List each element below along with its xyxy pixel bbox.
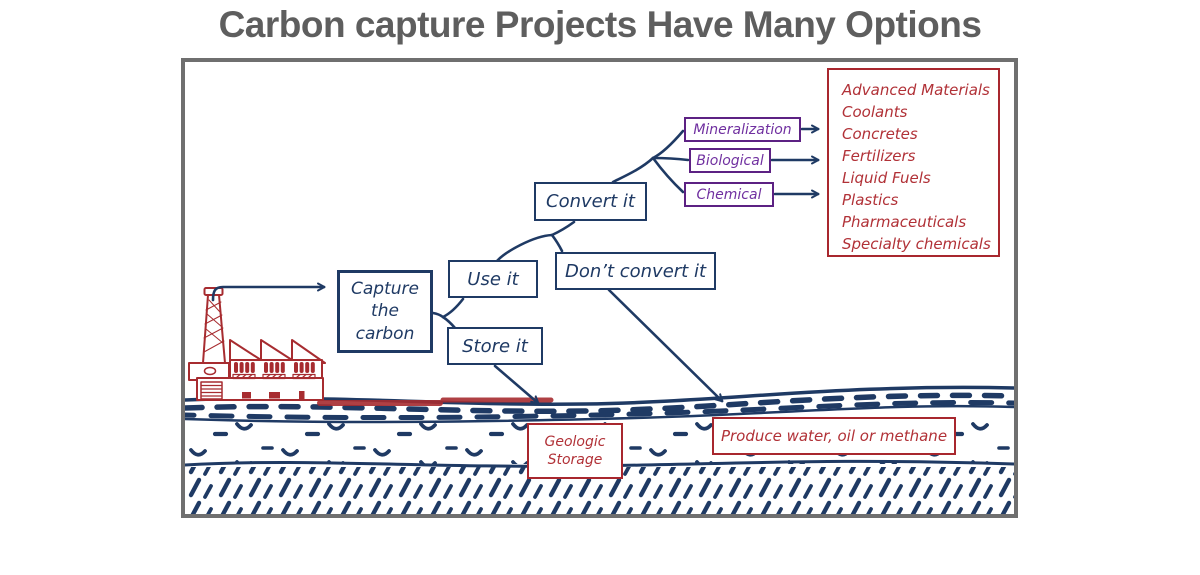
product-item: Fertilizers: [842, 147, 916, 165]
fork-convert-stem: [611, 156, 655, 184]
chimney-crosshatch: [203, 299, 225, 353]
fork-capture-to-store: [441, 315, 457, 330]
node-biological: Biological: [689, 148, 771, 173]
product-item: Pharmaceuticals: [842, 213, 967, 231]
fork-convert-to-biological: [651, 156, 690, 162]
node-capture-the-carbon: Capture the carbon: [337, 270, 433, 353]
product-item: Advanced Materials: [842, 81, 990, 99]
arrow-dont-convert-to-produce: [607, 288, 724, 403]
window-sills: [232, 373, 316, 380]
node-dont-convert-it: Don’t convert it: [555, 252, 716, 290]
diagram-frame: Capture the carbon Use it Store it Conve…: [181, 58, 1018, 518]
node-use-it: Use it: [448, 260, 538, 298]
node-store-it: Store it: [447, 327, 543, 365]
product-item: Coolants: [842, 103, 908, 121]
lower-vents: [242, 391, 305, 399]
node-produce-water-oil-methane: Produce water, oil or methane: [712, 417, 956, 455]
arched-windows: [234, 362, 315, 373]
node-geologic-storage: Geologic Storage: [527, 423, 623, 479]
fork-convert-to-mineralization: [651, 129, 685, 160]
node-mineralization: Mineralization: [684, 117, 801, 142]
soil-dashes-row1: [185, 392, 1014, 415]
product-item: Plastics: [842, 191, 899, 209]
fork-capture-stem: [431, 311, 445, 319]
product-item: Concretes: [842, 125, 918, 143]
fork-use-to-convert: [550, 220, 576, 237]
arrow-factory-to-capture: [211, 282, 326, 302]
arrow-store-to-geologic: [493, 364, 540, 405]
fork-use-to-dont-convert: [550, 233, 564, 253]
fork-capture-to-use: [441, 297, 465, 319]
soil-dashes-row2: [185, 399, 1014, 421]
node-convert-it: Convert it: [534, 182, 647, 221]
base-window: [203, 366, 217, 376]
page-title: Carbon capture Projects Have Many Option…: [218, 4, 982, 45]
fork-convert-to-chemical: [651, 156, 685, 194]
lower-story: [196, 377, 324, 401]
surface-line-bottom: [185, 404, 1014, 424]
connector-lines: [211, 124, 820, 405]
product-item: Liquid Fuels: [842, 169, 931, 187]
factory-illustration: [188, 287, 326, 401]
garage-door: [200, 381, 223, 400]
fork-use-stem: [495, 233, 554, 263]
node-chemical: Chemical: [684, 182, 774, 207]
product-item: Specialty chemicals: [842, 235, 991, 253]
